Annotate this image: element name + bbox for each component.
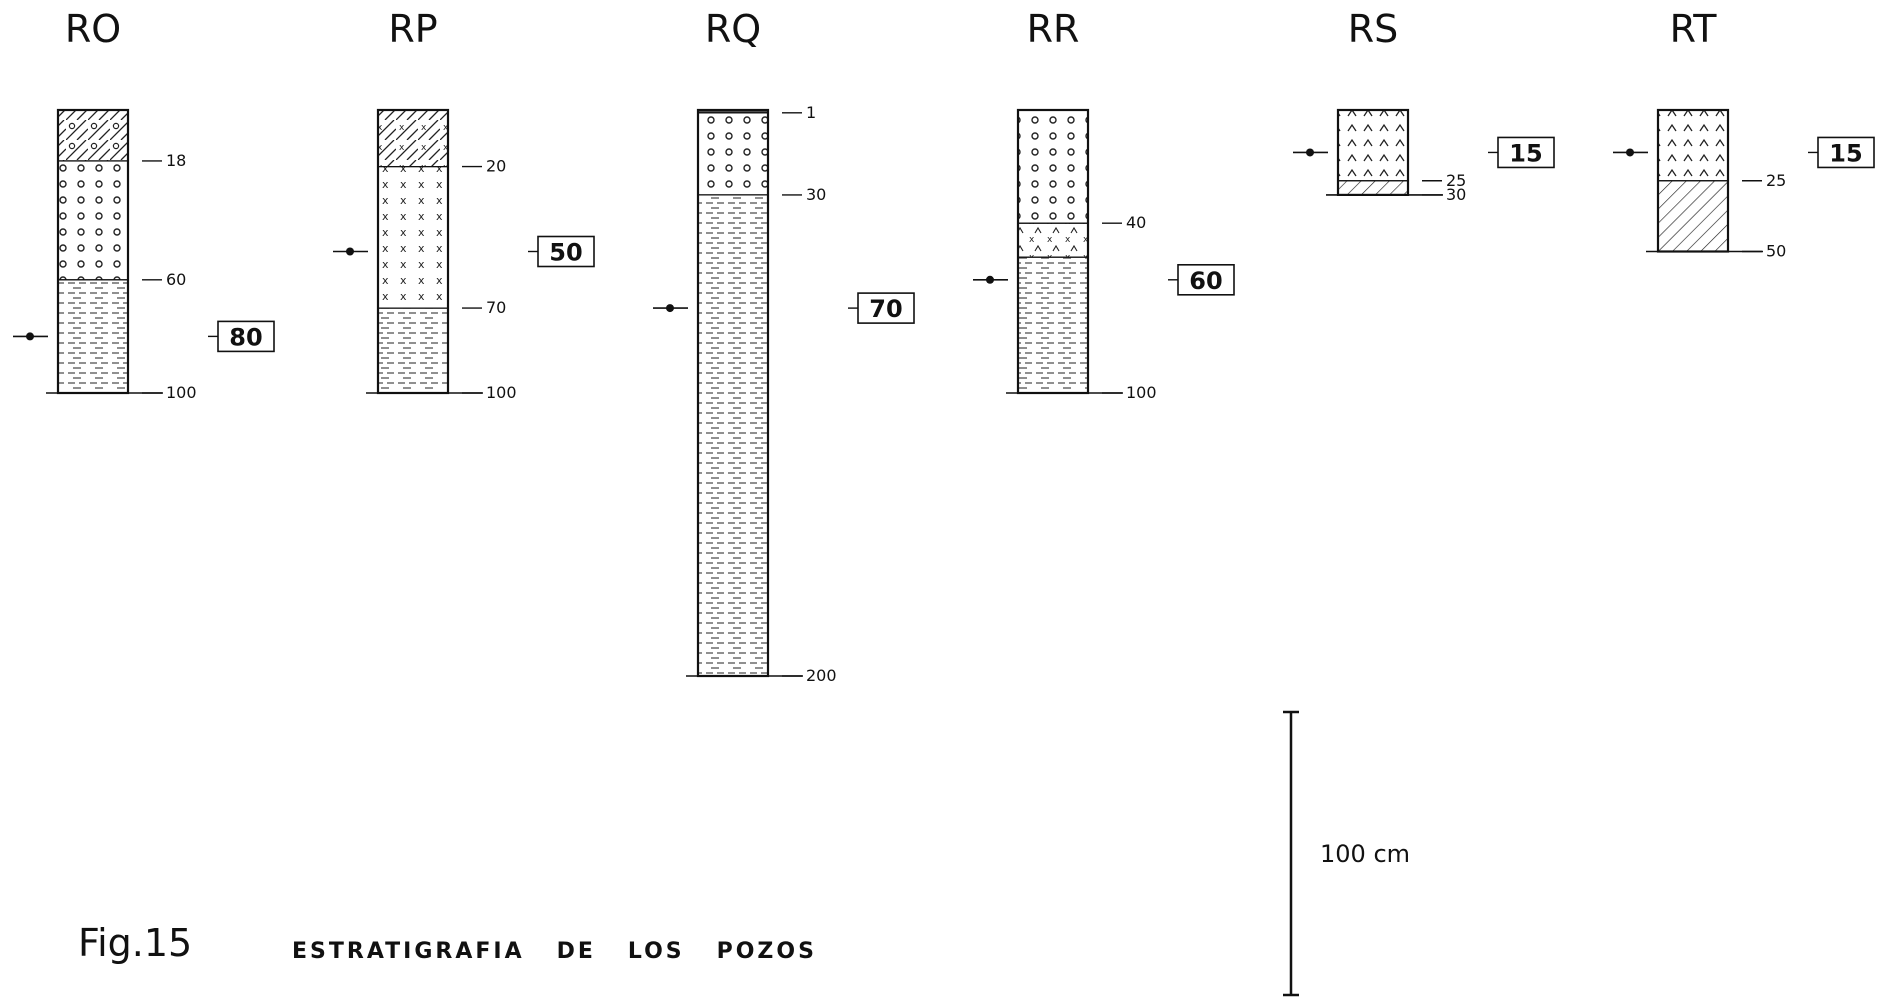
water-level-label: 15	[1829, 139, 1862, 167]
well-title: RR	[1027, 7, 1080, 51]
depth-label: 30	[806, 185, 826, 204]
depth-label: 100	[1126, 383, 1157, 402]
well-title: RO	[65, 7, 121, 51]
water-marker-dot	[26, 332, 34, 340]
water-marker-dot	[986, 276, 994, 284]
depth-label: 100	[486, 383, 517, 402]
layer-crosses	[378, 167, 448, 309]
depth-label: 70	[486, 298, 506, 317]
water-marker-dot	[1626, 148, 1634, 156]
well-title: RT	[1670, 7, 1718, 51]
layer-crosses-carets	[1018, 223, 1088, 257]
scale-bar-label: 100 cm	[1320, 840, 1410, 868]
depth-label: 60	[166, 270, 186, 289]
water-level-label: 50	[549, 239, 582, 267]
water-level-label: 80	[229, 323, 262, 351]
well-title: RQ	[705, 7, 761, 51]
figure-caption: ESTRATIGRAFIA DE LOS POZOS	[292, 939, 817, 964]
layer-dashes	[378, 308, 448, 393]
depth-label: 25	[1766, 171, 1786, 190]
layer-circles	[1018, 110, 1088, 223]
water-marker-dot	[666, 304, 674, 312]
well-title: RP	[388, 7, 437, 51]
depth-label: 50	[1766, 242, 1786, 261]
depth-label: 40	[1126, 213, 1146, 232]
depth-label: 18	[166, 151, 186, 170]
well-title: RS	[1348, 7, 1399, 51]
depth-label: 100	[166, 383, 197, 402]
layer-hatch-circles	[58, 110, 128, 161]
water-level-label: 70	[869, 295, 902, 323]
well-rr: RR 40 100 60	[973, 7, 1234, 402]
layer-carets	[1658, 110, 1728, 181]
depth-label: 20	[486, 157, 506, 176]
layer-hatch-crosses	[378, 110, 448, 167]
wells-layer: RO 18 60 100 80 RP 20 70 100 50 RQ 1 30 200 70 RR 40 100 6…	[13, 7, 1874, 685]
depth-label: 200	[806, 666, 837, 685]
well-ro: RO 18 60 100 80	[13, 7, 274, 402]
depth-label: 30	[1446, 185, 1466, 204]
well-rt: RT 25 50 15	[1613, 7, 1874, 261]
well-rp: RP 20 70 100 50	[333, 7, 594, 402]
water-level-label: 15	[1509, 139, 1542, 167]
figure-number: Fig.15	[78, 921, 192, 965]
scale-bar: 100 cm	[1283, 712, 1410, 995]
layer-circles	[58, 161, 128, 280]
layer-circles	[698, 113, 768, 195]
layer-hatch	[1338, 181, 1408, 195]
layer-hatch	[1658, 181, 1728, 252]
layer-dashes	[1018, 257, 1088, 393]
well-rq: RQ 1 30 200 70	[653, 7, 914, 685]
water-marker-dot	[1306, 148, 1314, 156]
depth-label: 1	[806, 103, 816, 122]
layer-dashes	[698, 195, 768, 676]
water-marker-dot	[346, 248, 354, 256]
water-level-label: 60	[1189, 267, 1222, 295]
layer-carets	[1338, 110, 1408, 181]
layer-dashes	[58, 280, 128, 393]
